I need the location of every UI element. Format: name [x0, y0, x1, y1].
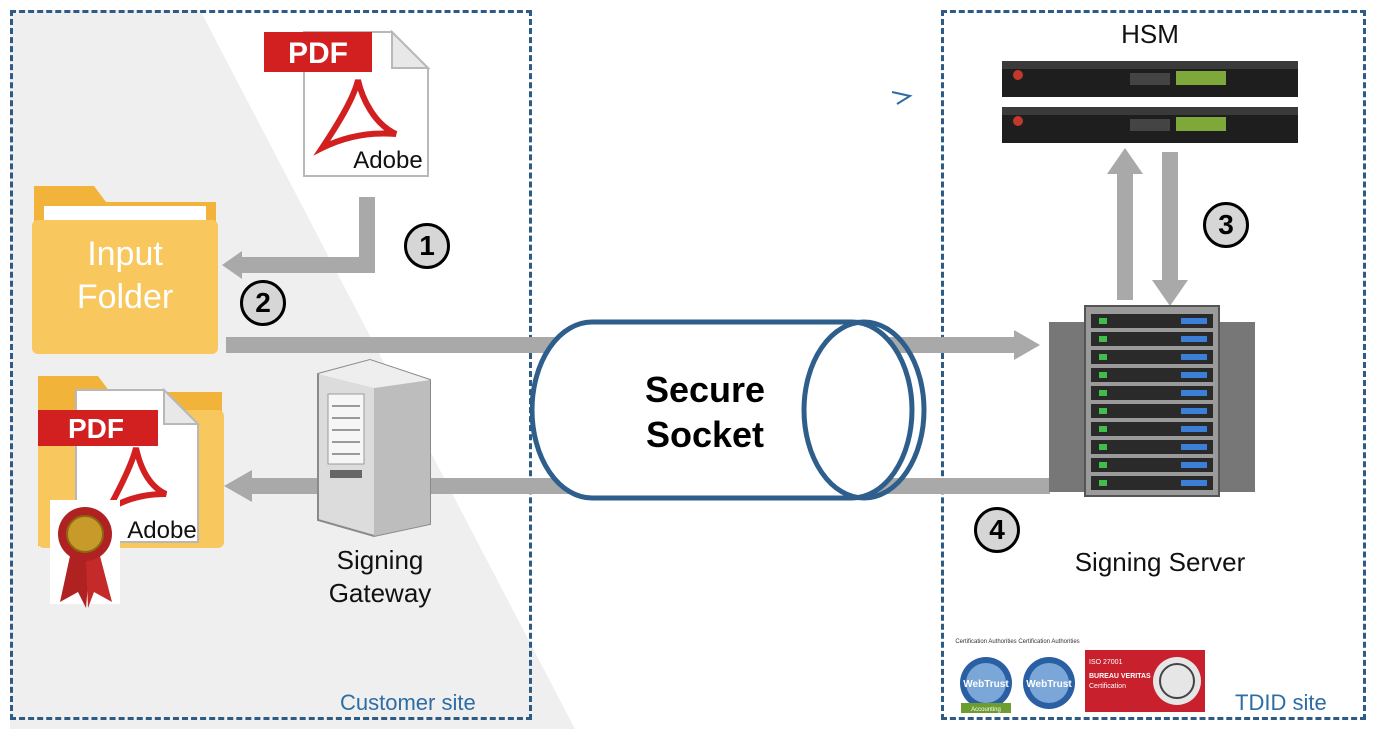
rack-status-light [1181, 318, 1207, 324]
rack-status-light [1181, 408, 1207, 414]
step-3-marker: 3 [1203, 202, 1249, 248]
rack-unit [1091, 440, 1213, 454]
rack-led [1099, 426, 1107, 432]
arrow-head-signed [224, 470, 252, 502]
rack-status-light [1181, 426, 1207, 432]
secure-socket-tube [530, 319, 927, 501]
tdid-site-box [941, 10, 1366, 720]
pdf-brand-text: Adobe [353, 147, 422, 174]
secure-socket-label: Secure Socket [600, 367, 810, 457]
pdf-icon: PDF Adobe [264, 29, 431, 177]
rack-led [1099, 444, 1107, 450]
input-folder-line1: Input [87, 235, 163, 273]
step-4-marker: 4 [974, 507, 1020, 553]
signed-pdf-folder-icon: PDF Adobe [38, 376, 224, 608]
signing-gateway-icon [317, 358, 431, 538]
rack-unit [1091, 350, 1213, 364]
arrow-pdf-to-folder [240, 197, 375, 273]
arrow-head-folder [222, 251, 242, 279]
rack-led [1099, 354, 1107, 360]
rack-led [1099, 480, 1107, 486]
rack-unit [1091, 386, 1213, 400]
rack-status-light [1181, 462, 1207, 468]
rack-status-light [1181, 372, 1207, 378]
signing-gateway-line2: Gateway [328, 577, 432, 608]
step-2-marker: 2 [240, 280, 286, 326]
customer-site-shading [10, 10, 575, 729]
hsm-device-icon [1002, 61, 1298, 143]
customer-site-box [10, 10, 532, 720]
rack-unit [1091, 476, 1213, 490]
rack-led [1099, 318, 1107, 324]
step-1-marker: 1 [404, 223, 450, 269]
signed-pdf-badge-text: PDF [68, 413, 124, 444]
rack-status-light [1181, 480, 1207, 486]
rack-unit [1091, 368, 1213, 382]
bureau-line3: Certification [1089, 683, 1126, 690]
rack-unit [1091, 314, 1213, 328]
webtrust-1-ribbon: Accounting [971, 707, 1001, 713]
webtrust-2-name: WebTrust [1026, 679, 1072, 690]
customer-site-label: Customer site [340, 690, 476, 715]
rack-status-light [1181, 336, 1207, 342]
rack-status-light [1181, 444, 1207, 450]
input-folder-label: Input Folder [40, 233, 210, 318]
arrow-head-hsm [1107, 148, 1143, 174]
arrow-head-server [1014, 330, 1040, 360]
secure-socket-line2: Socket [645, 414, 765, 455]
rack-led [1099, 336, 1107, 342]
tdid-site-label: TDID site [1235, 690, 1327, 715]
pdf-badge-text: PDF [288, 37, 348, 70]
signing-gateway-line1: Signing [336, 545, 424, 575]
signing-server-label: Signing Server [1074, 547, 1246, 577]
input-folder-icon [32, 186, 218, 354]
signing-gateway-label: Signing Gateway [290, 544, 470, 609]
rack-unit [1091, 332, 1213, 346]
bureau-line2: BUREAU VERITAS [1089, 673, 1151, 680]
rack-led [1099, 462, 1107, 468]
webtrust-1-name: WebTrust [963, 679, 1009, 690]
webtrust-badge-1: Certification Authorities WebTrust Accou… [955, 639, 1017, 713]
bureau-line1: ISO 27001 [1089, 659, 1123, 666]
signed-pdf-brand-text: Adobe [127, 517, 196, 544]
input-folder-line2: Folder [76, 277, 174, 316]
rack-unit [1091, 404, 1213, 418]
rack-unit [1091, 422, 1213, 436]
arrow-hsm-to-server [1162, 152, 1178, 282]
bureau-veritas-badge: ISO 27001 BUREAU VERITAS Certification [1085, 650, 1205, 712]
webtrust-badge-2: Certification Authorities WebTrust [1018, 639, 1080, 709]
rack-status-light [1181, 390, 1207, 396]
stray-mark [891, 91, 913, 105]
rack-led [1099, 390, 1107, 396]
webtrust-2-top: Certification Authorities [1018, 639, 1079, 645]
rack-status-light [1181, 354, 1207, 360]
rack-led [1099, 372, 1107, 378]
webtrust-1-top: Certification Authorities [955, 639, 1016, 645]
signing-server-icon [1049, 305, 1255, 497]
arrow-head-server-down [1152, 280, 1188, 306]
rack-led [1099, 408, 1107, 414]
secure-socket-line1: Secure [644, 369, 766, 410]
rack-unit [1091, 458, 1213, 472]
hsm-label: HSM [1121, 19, 1179, 49]
arrow-server-to-hsm [1117, 172, 1133, 300]
